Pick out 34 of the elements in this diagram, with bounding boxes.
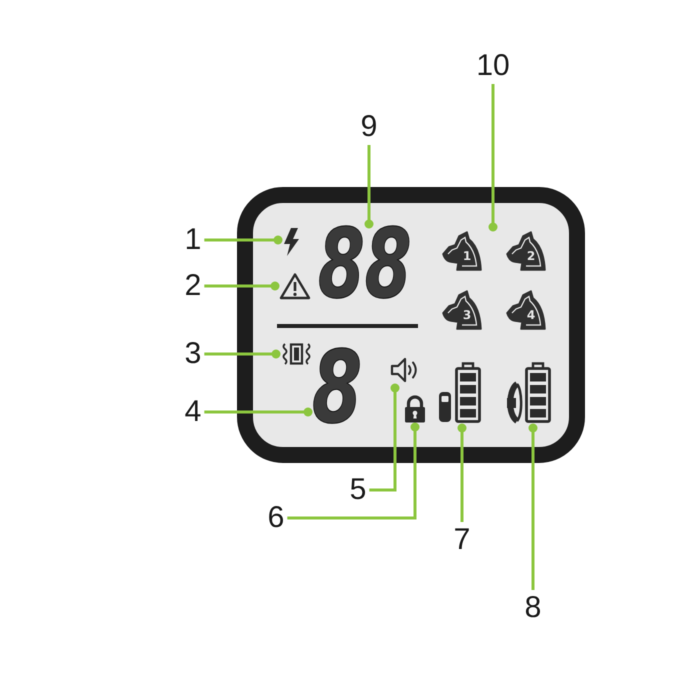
leader-line <box>528 424 538 590</box>
leader-line <box>204 236 282 244</box>
digit-readout: 8 <box>312 350 362 425</box>
leader-line <box>458 424 466 522</box>
handset-battery-icon <box>438 362 482 424</box>
dog-number-badge: 2 <box>504 231 548 271</box>
vibration-icon <box>280 343 313 365</box>
callout-number: 6 <box>268 503 284 533</box>
leader-line <box>204 282 280 290</box>
callout-number: 4 <box>184 397 202 427</box>
dog-number-badge: 4 <box>504 290 548 330</box>
leader-line <box>364 145 374 228</box>
digit-readout: 88 <box>318 228 412 300</box>
callout-number: 2 <box>184 271 202 301</box>
collar-battery-icon <box>505 362 552 424</box>
callout-number: 5 <box>350 475 366 505</box>
callout-number: 1 <box>184 225 202 255</box>
lcd-screen <box>237 187 585 463</box>
dog-number-badge: 3 <box>440 290 484 330</box>
callout-number: 9 <box>360 112 378 142</box>
leader-line <box>204 408 312 416</box>
lightning-icon <box>282 228 300 256</box>
warning-icon <box>279 272 311 300</box>
callout-number: 3 <box>184 339 202 369</box>
leader-line <box>287 422 420 520</box>
callout-number: 7 <box>454 525 470 555</box>
callout-number: 8 <box>524 593 542 623</box>
padlock-icon <box>402 395 428 423</box>
dog-icon-group <box>440 231 548 330</box>
leader-line <box>369 384 400 492</box>
leader-line <box>204 350 280 358</box>
callout-number: 10 <box>476 51 510 81</box>
leader-line <box>488 84 498 232</box>
dog-number-badge: 1 <box>440 231 484 271</box>
